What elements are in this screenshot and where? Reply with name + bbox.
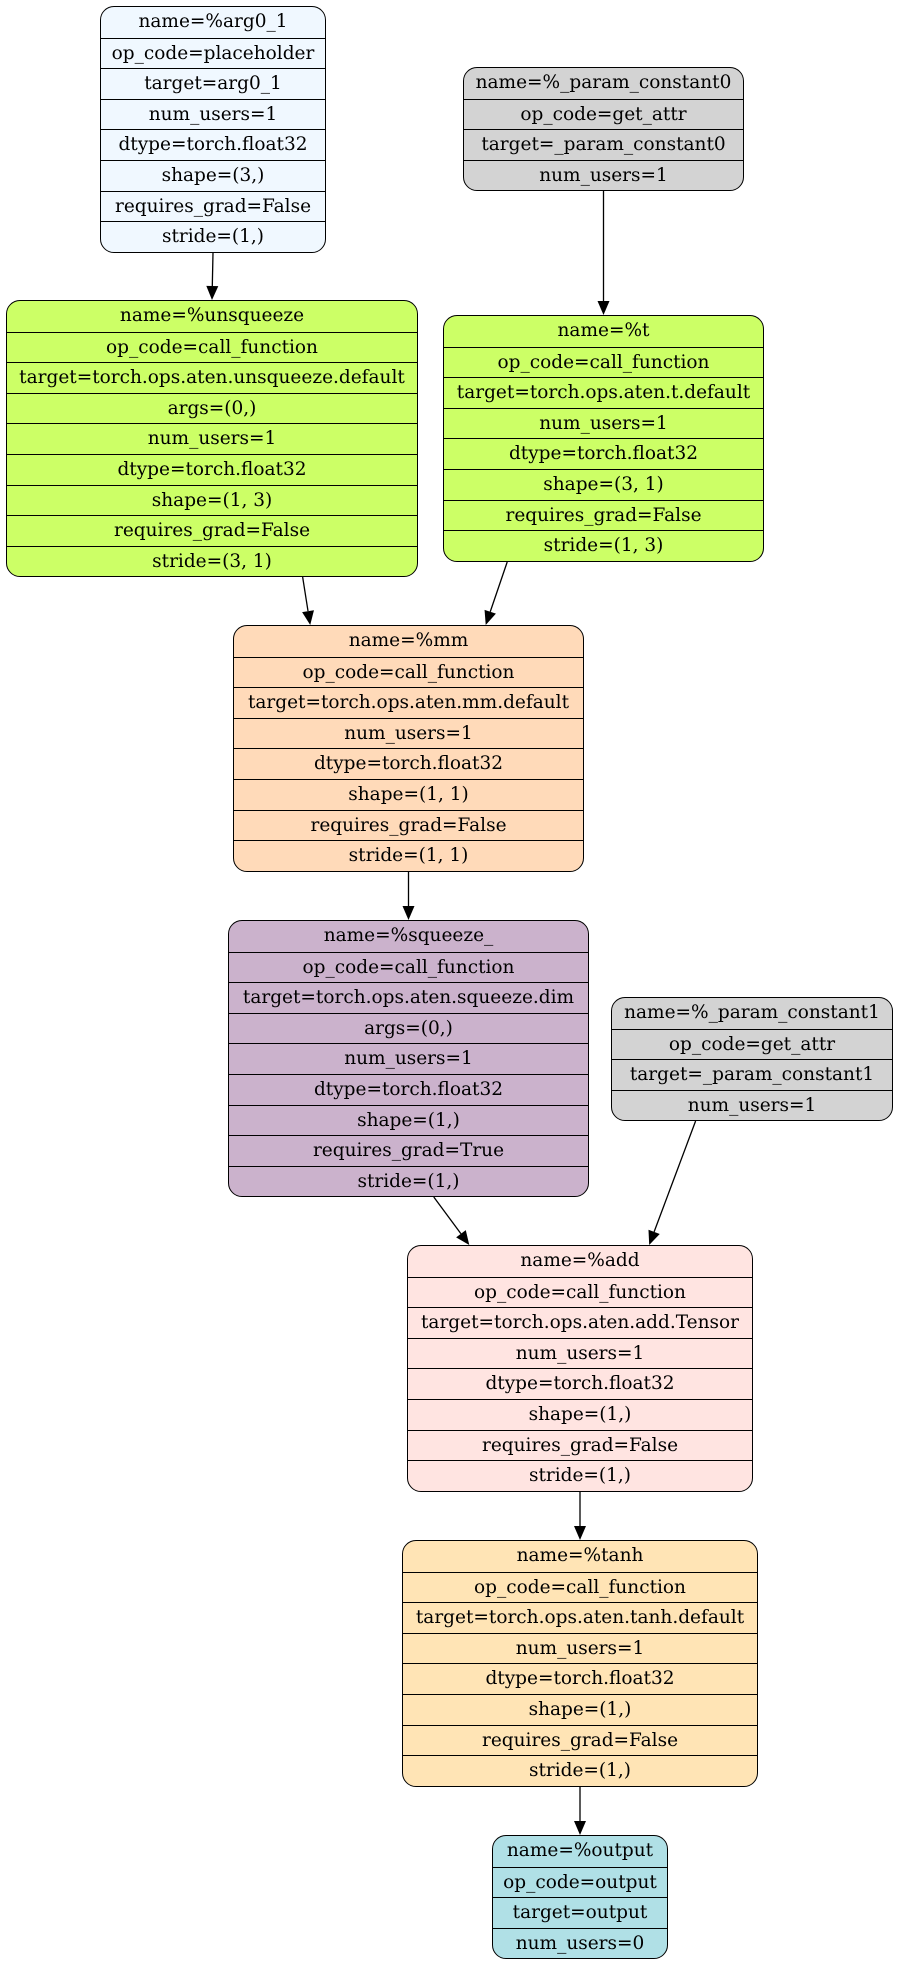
edge-unsqueeze-to-mm [301, 576, 309, 612]
node-op-code: op_code=call_function [7, 331, 417, 363]
node-t[interactable]: name=%t op_code=call_function target=tor… [443, 315, 764, 562]
edge-param_constant1-to-add [653, 1120, 697, 1233]
node-dtype: dtype=torch.float32 [229, 1073, 588, 1105]
node-args: args=(0,) [229, 1012, 588, 1044]
edge-arrowhead [597, 301, 610, 315]
node-requires-grad: requires_grad=False [101, 190, 325, 222]
edge-arrowhead [302, 610, 314, 625]
node-op-code: op_code=output [493, 1866, 667, 1898]
node-op-code: op_code=placeholder [101, 37, 325, 69]
node-tanh[interactable]: name=%tanh op_code=call_function target=… [402, 1540, 758, 1787]
node-dtype: dtype=torch.float32 [101, 129, 325, 160]
node-op-code: op_code=call_function [234, 656, 583, 688]
edge-arrowhead [484, 609, 496, 625]
node-stride: stride=(1,) [403, 1755, 757, 1786]
node-op-code: op_code=get_attr [464, 98, 743, 130]
node-op-code: op_code=call_function [444, 346, 763, 378]
node-name: name=%arg0_1 [138, 11, 288, 32]
node-target: target=torch.ops.aten.add.Tensor [408, 1307, 752, 1338]
edge-arg0_1-to-unsqueeze [211, 252, 214, 287]
node-requires-grad: requires_grad=True [229, 1135, 588, 1166]
node-name: name=%t [557, 320, 650, 341]
node-unsqueeze[interactable]: name=%unsqueeze op_code=call_function ta… [6, 300, 418, 578]
node-shape: shape=(1,) [403, 1693, 757, 1725]
node-name: name=%output [506, 1840, 654, 1861]
node-num-users: num_users=1 [464, 159, 743, 191]
node-output[interactable]: name=%output op_code=output target=outpu… [492, 1835, 668, 1960]
node-target: target=torch.ops.aten.tanh.default [403, 1602, 757, 1633]
edge-arrowhead [456, 1230, 470, 1245]
node-target: target=torch.ops.aten.mm.default [234, 687, 583, 718]
node-stride: stride=(1,) [229, 1165, 588, 1197]
node-dtype: dtype=torch.float32 [234, 748, 583, 779]
node-param-constant1[interactable]: name=%_param_constant1 op_code=get_attr … [611, 997, 893, 1122]
node-dtype: dtype=torch.float32 [7, 453, 417, 485]
node-target: target=arg0_1 [101, 68, 325, 99]
edge-arrowhead [648, 1229, 660, 1245]
node-target: target=_param_constant1 [612, 1059, 892, 1090]
node-name: name=%squeeze_ [323, 925, 494, 946]
node-stride: stride=(1, 1) [234, 840, 583, 871]
node-name: name=%unsqueeze [119, 305, 305, 326]
edge-arrowhead [206, 285, 219, 300]
node-dtype: dtype=torch.float32 [408, 1368, 752, 1399]
node-name: name=%_param_constant0 [475, 72, 732, 93]
node-stride: stride=(1,) [408, 1460, 752, 1491]
node-op-code: op_code=call_function [229, 951, 588, 983]
node-param-constant0[interactable]: name=%_param_constant0 op_code=get_attr … [463, 67, 744, 192]
node-op-code: op_code=call_function [408, 1276, 752, 1308]
node-shape: shape=(1,) [229, 1104, 588, 1136]
node-squeeze[interactable]: name=%squeeze_ op_code=call_function tar… [228, 920, 589, 1198]
node-shape: shape=(3,) [101, 159, 325, 191]
node-num-users: num_users=1 [612, 1089, 892, 1121]
node-mm[interactable]: name=%mm op_code=call_function target=to… [233, 625, 584, 872]
node-stride: stride=(1,) [101, 221, 325, 252]
node-dtype: dtype=torch.float32 [403, 1663, 757, 1694]
node-shape: shape=(1,) [408, 1398, 752, 1430]
node-target: target=output [493, 1897, 667, 1928]
node-shape: shape=(1, 3) [7, 484, 417, 516]
edge-squeeze-to-add [433, 1196, 462, 1235]
node-num-users: num_users=0 [493, 1927, 667, 1959]
edge-t-to-mm [489, 561, 508, 612]
node-name: name=%tanh [516, 1545, 644, 1566]
node-num-users: num_users=1 [7, 423, 417, 454]
node-num-users: num_users=1 [408, 1337, 752, 1369]
node-target: target=_param_constant0 [464, 129, 743, 160]
node-requires-grad: requires_grad=False [444, 499, 763, 531]
edge-arrowhead [402, 906, 415, 920]
node-dtype: dtype=torch.float32 [444, 438, 763, 469]
node-target: target=torch.ops.aten.t.default [444, 377, 763, 408]
node-op-code: op_code=call_function [403, 1571, 757, 1603]
node-requires-grad: requires_grad=False [7, 515, 417, 546]
node-name: name=%_param_constant1 [624, 1002, 880, 1023]
node-shape: shape=(1, 1) [234, 778, 583, 810]
node-num-users: num_users=1 [444, 407, 763, 439]
node-shape: shape=(3, 1) [444, 468, 763, 500]
node-name: name=%add [520, 1250, 640, 1271]
node-requires-grad: requires_grad=False [234, 809, 583, 841]
node-num-users: num_users=1 [234, 717, 583, 749]
node-requires-grad: requires_grad=False [408, 1429, 752, 1461]
node-op-code: op_code=get_attr [612, 1028, 892, 1060]
node-arg0_1[interactable]: name=%arg0_1 op_code=placeholder target=… [100, 6, 326, 253]
node-add[interactable]: name=%add op_code=call_function target=t… [407, 1245, 753, 1492]
node-requires-grad: requires_grad=False [403, 1724, 757, 1756]
node-target: target=torch.ops.aten.unsqueeze.default [7, 362, 417, 393]
edge-arrowhead [574, 1821, 586, 1835]
node-num-users: num_users=1 [403, 1632, 757, 1664]
node-num-users: num_users=1 [101, 98, 325, 130]
node-target: target=torch.ops.aten.squeeze.dim [229, 982, 588, 1013]
edge-arrowhead [574, 1526, 586, 1540]
node-stride: stride=(3, 1) [7, 545, 417, 577]
node-num-users: num_users=1 [229, 1043, 588, 1074]
node-name: name=%mm [348, 630, 469, 651]
node-stride: stride=(1, 3) [444, 530, 763, 561]
node-args: args=(0,) [7, 392, 417, 424]
